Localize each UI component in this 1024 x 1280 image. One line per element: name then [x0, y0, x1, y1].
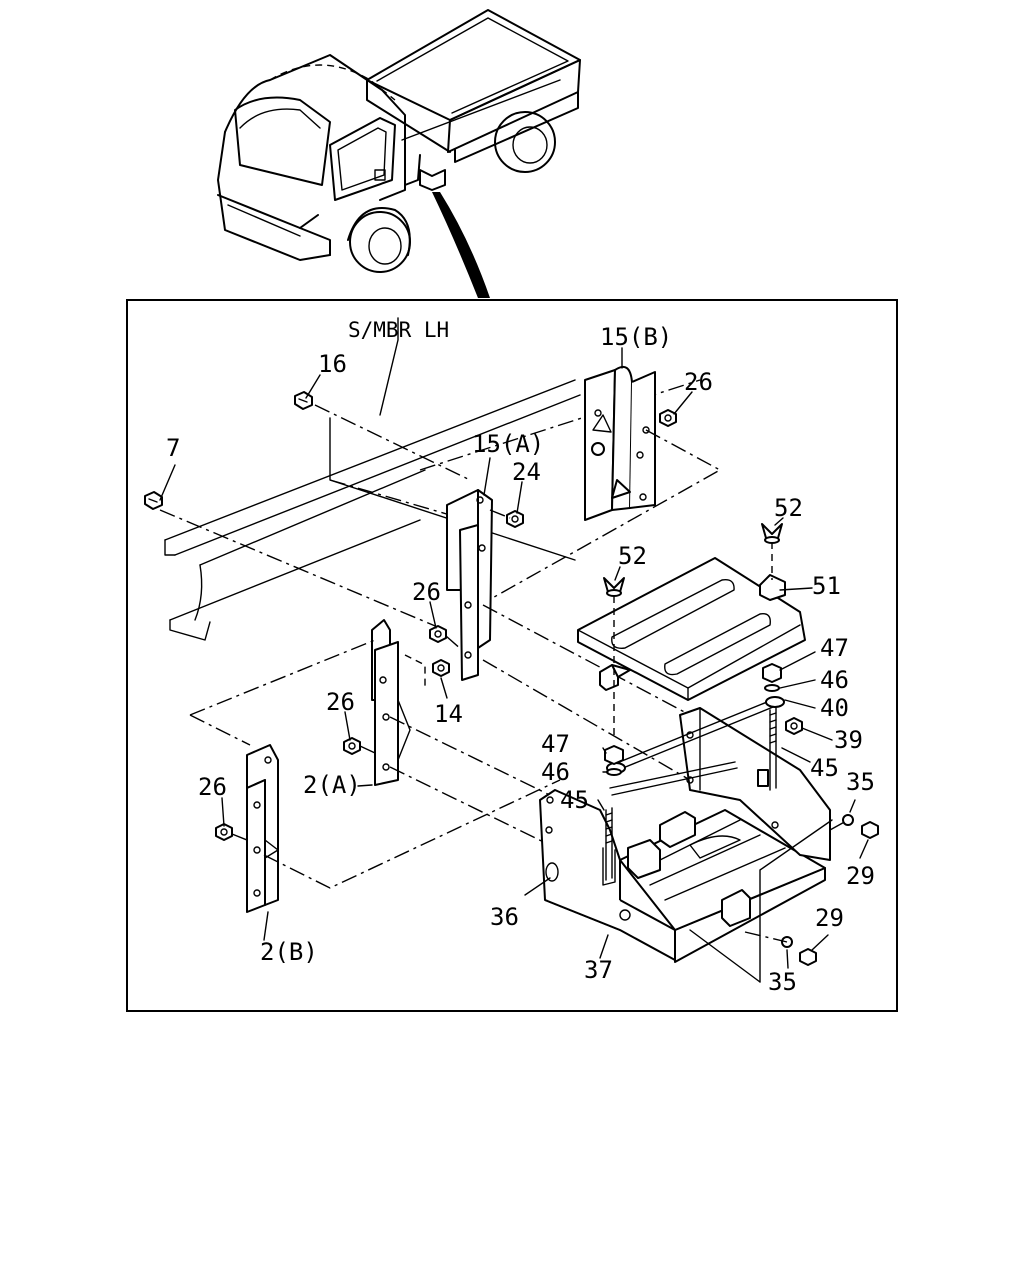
bolt-7 — [144, 491, 163, 510]
callout-35-right: 35 — [846, 768, 875, 796]
truck-illustration — [217, 9, 581, 298]
washer-35-right — [842, 814, 854, 826]
bolt-16 — [294, 391, 313, 410]
detail-frame — [126, 299, 898, 1012]
nut-26-mid — [429, 625, 447, 643]
washer-46-left — [606, 768, 622, 776]
callout-35-bottom: 35 — [768, 968, 797, 996]
frame-label-smbr-lh: S/MBR LH — [348, 318, 449, 342]
rod-45-right — [769, 707, 777, 791]
rod-39 — [609, 761, 738, 796]
wing-nut-52-right — [761, 523, 783, 544]
callout-36: 36 — [490, 903, 519, 931]
nut-47-left — [604, 745, 624, 765]
bracket-2b — [246, 744, 279, 913]
wing-nut-52-left — [603, 577, 625, 597]
bracket-2a — [371, 619, 411, 786]
callout-45-left: 45 — [560, 786, 589, 814]
callout-2b: 2(B) — [260, 938, 318, 966]
callout-15a: 15(A) — [472, 430, 544, 458]
callout-47-right: 47 — [820, 634, 849, 662]
battery-tray-37 — [539, 707, 831, 963]
callout-29-right: 29 — [846, 862, 875, 890]
nut-14 — [432, 659, 450, 677]
callout-39: 39 — [834, 726, 863, 754]
callout-14: 14 — [434, 700, 463, 728]
nut-24 — [506, 510, 524, 528]
callout-labels: S/MBR LH 16 7 15(B) 26 15(A) 24 52 52 51… — [166, 318, 875, 996]
bracket-15a — [446, 489, 493, 681]
rod-45-left — [605, 807, 613, 881]
callout-leaders — [159, 347, 869, 969]
washer-46-right — [764, 684, 780, 692]
callout-52-left: 52 — [618, 542, 647, 570]
bolt-29-bottom — [799, 948, 817, 966]
callout-45-right: 45 — [810, 754, 839, 782]
callout-37: 37 — [584, 956, 613, 984]
callout-52-right: 52 — [774, 494, 803, 522]
callout-26-mid: 26 — [412, 578, 441, 606]
callout-46-right: 46 — [820, 666, 849, 694]
nut-39 — [785, 717, 803, 735]
hold-down-bar-40 — [606, 696, 785, 774]
callout-26-top: 26 — [684, 368, 713, 396]
callout-7: 7 — [166, 434, 180, 462]
callout-29-bottom: 29 — [815, 904, 844, 932]
nut-26-low — [343, 737, 361, 755]
callout-15b: 15(B) — [600, 323, 672, 351]
callout-24: 24 — [512, 458, 541, 486]
nut-47-right — [762, 663, 782, 683]
nut-26-top — [659, 409, 677, 427]
bracket-15b — [584, 366, 656, 521]
callout-46-left: 46 — [541, 758, 570, 786]
callout-40: 40 — [820, 694, 849, 722]
callout-47-left: 47 — [541, 730, 570, 758]
callout-26-bottom: 26 — [198, 773, 227, 801]
callout-26-low: 26 — [326, 688, 355, 716]
callout-51: 51 — [812, 572, 841, 600]
callout-16: 16 — [318, 350, 347, 378]
callout-2a: 2(A) — [303, 771, 361, 799]
bolt-29-right — [861, 821, 879, 839]
